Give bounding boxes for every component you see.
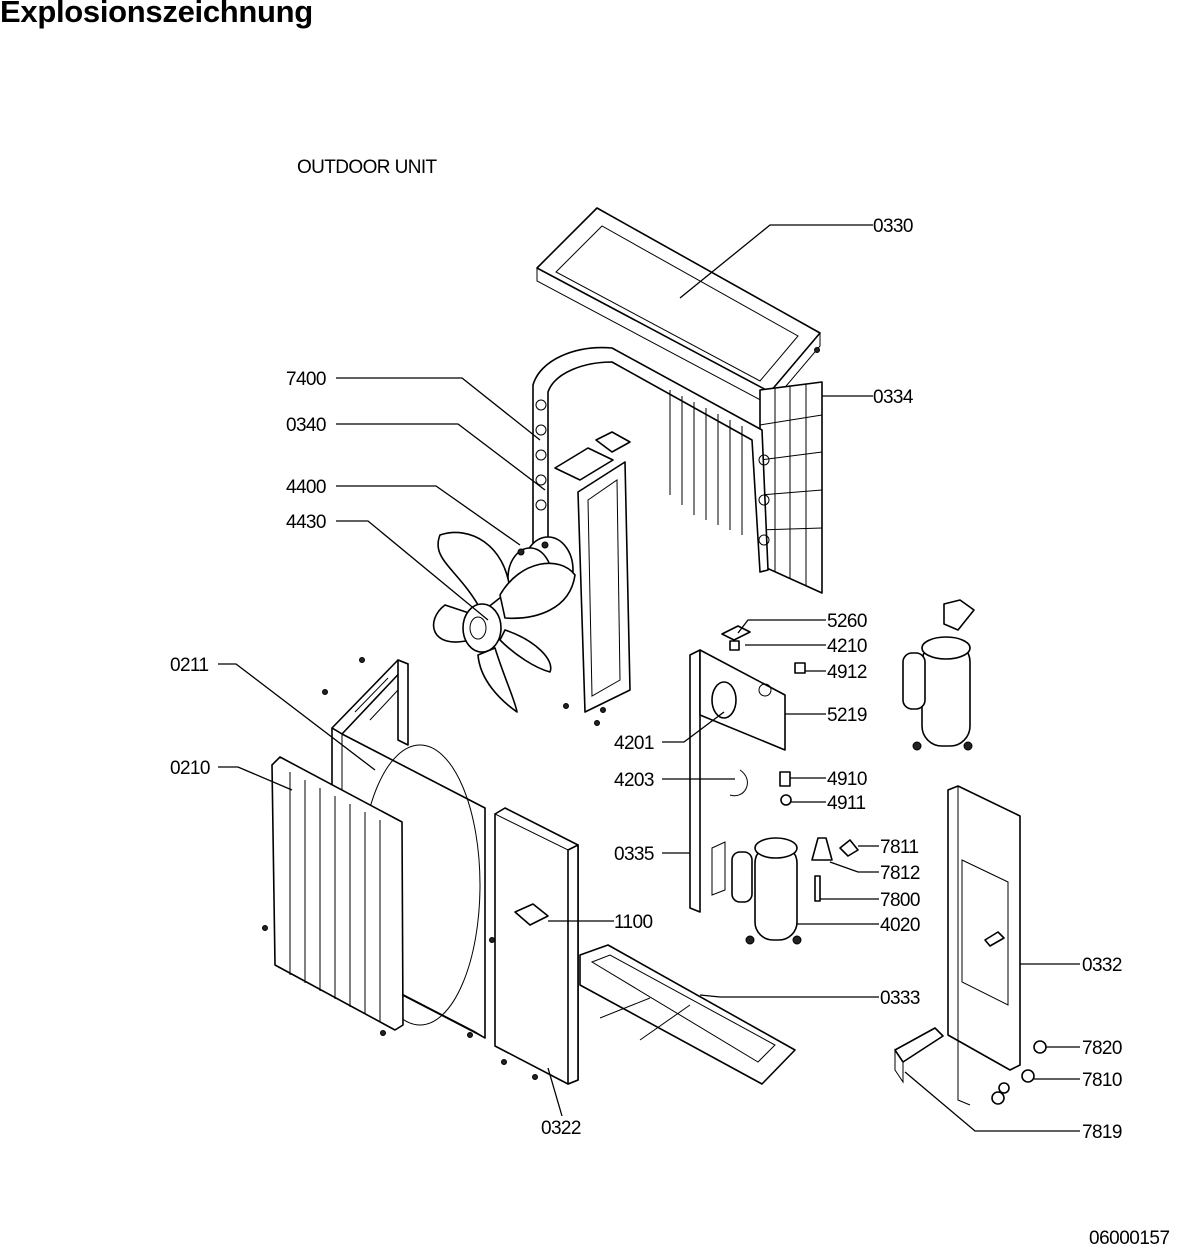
part-label-4912: 4912 <box>827 662 867 683</box>
part-label-4201: 4201 <box>614 733 654 754</box>
part-label-7400: 7400 <box>286 369 326 390</box>
page-title: Explosionszeichnung <box>0 0 313 29</box>
condenser-coil-part <box>532 346 770 573</box>
part-label-0211: 0211 <box>170 655 208 676</box>
leader-lines <box>218 224 1080 1132</box>
part-label-7811: 7811 <box>880 837 918 858</box>
part-label-7812: 7812 <box>880 863 920 884</box>
compressor-part <box>731 837 802 945</box>
part-label-4210: 4210 <box>827 636 867 657</box>
part-label-7820: 7820 <box>1082 1038 1122 1059</box>
part-label-4430: 4430 <box>286 512 326 533</box>
part-label-0333: 0333 <box>880 988 920 1009</box>
part-label-7800: 7800 <box>880 890 920 911</box>
screws <box>262 347 820 1080</box>
parts-drawing <box>262 207 1047 1106</box>
base-tray-part <box>579 944 796 1085</box>
fan-propeller-part <box>432 531 576 713</box>
motor-bracket-part <box>554 431 631 713</box>
diagram-subtitle: OUTDOOR UNIT <box>297 157 437 178</box>
part-label-0340: 0340 <box>286 415 326 436</box>
part-label-7810: 7810 <box>1082 1070 1122 1091</box>
part-label-0334: 0334 <box>873 387 914 408</box>
front-grille-part <box>271 756 404 1031</box>
part-label-4911: 4911 <box>827 793 865 814</box>
part-label-4203: 4203 <box>614 770 654 791</box>
part-label-5219: 5219 <box>827 705 867 726</box>
part-label-4400: 4400 <box>286 477 326 498</box>
rear-grille-part <box>759 381 823 594</box>
part-label-4910: 4910 <box>827 769 867 790</box>
part-label-5260: 5260 <box>827 611 867 632</box>
compressor-detail-part <box>902 599 975 751</box>
partition-plate-part <box>689 649 786 913</box>
part-label-0332: 0332 <box>1082 955 1122 976</box>
part-label-4020: 4020 <box>880 915 920 936</box>
top-cover-part <box>536 207 821 406</box>
part-label-0322: 0322 <box>541 1118 581 1139</box>
rear-side-panel-part <box>947 785 1021 1106</box>
part-label-1100: 1100 <box>614 912 652 933</box>
part-label-7819: 7819 <box>1082 1122 1122 1143</box>
front-side-panel-part <box>493 807 580 1085</box>
small-parts <box>721 625 859 902</box>
valve-parts <box>991 1040 1047 1105</box>
part-label-0335: 0335 <box>614 844 654 865</box>
part-label-0210: 0210 <box>170 758 210 779</box>
part-labels: 0330 0334 7400 0340 4400 4430 5260 4210 … <box>170 216 1123 1143</box>
terminal-block-part <box>894 1027 944 1084</box>
part-label-0330: 0330 <box>873 216 913 237</box>
document-number: 06000157 <box>1089 1228 1170 1249</box>
